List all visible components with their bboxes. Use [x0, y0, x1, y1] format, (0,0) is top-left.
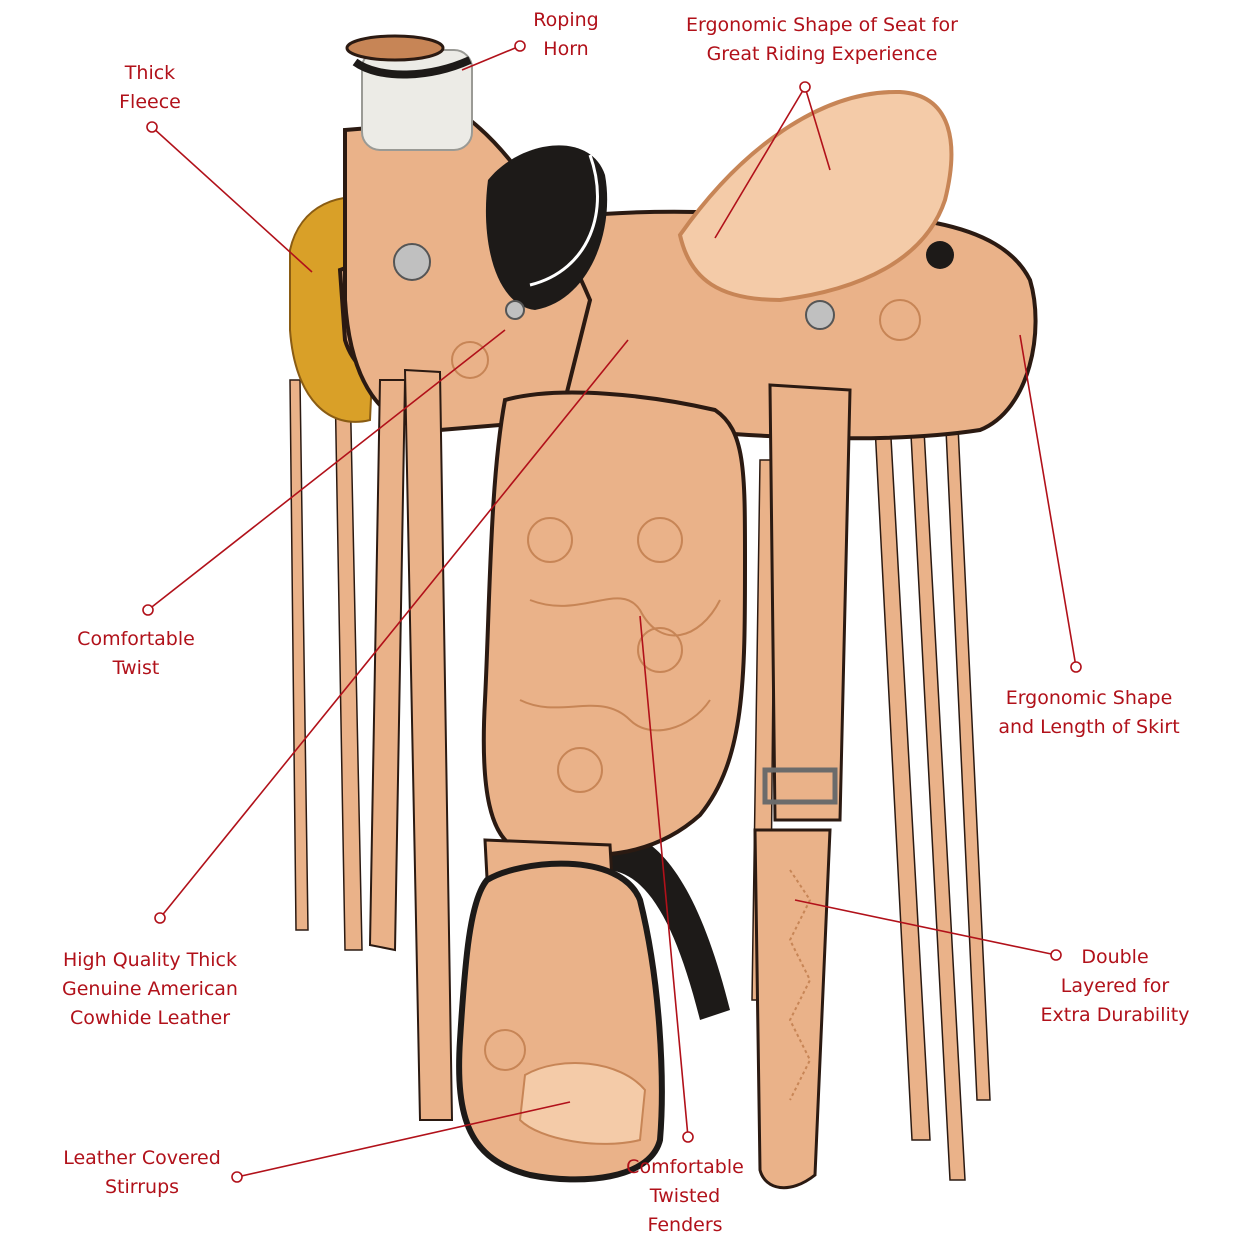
- callout-line: High Quality Thick: [62, 949, 237, 971]
- callout-line: Genuine American: [62, 978, 238, 1000]
- callout-line: Stirrups: [104, 1176, 180, 1198]
- callout-dot-twist: [142, 604, 154, 616]
- callout-line: Comfortable: [626, 1156, 744, 1178]
- callout-thick-fleece: Thick Fleece: [90, 59, 210, 117]
- callout-line: Cowhide Leather: [69, 1007, 231, 1029]
- callout-dot-seat: [799, 81, 811, 93]
- callout-covered-stirrups: Leather Covered Stirrups: [42, 1144, 242, 1202]
- callout-line: Double: [1081, 946, 1149, 968]
- callout-line: and Length of Skirt: [998, 716, 1180, 738]
- roping-horn-illustration: [345, 34, 473, 151]
- callout-roping-horn: Roping Horn: [506, 6, 626, 64]
- leader-line-leather: [159, 339, 629, 919]
- saddle-fender: [481, 390, 747, 858]
- saddle-seat: [677, 89, 954, 303]
- callout-dot-skirt: [1070, 661, 1082, 673]
- leader-line-double-layer: [794, 899, 1057, 956]
- leader-line-roping-horn: [461, 45, 521, 71]
- rear-cinch: [605, 830, 730, 1020]
- leader-line-twist: [147, 329, 506, 611]
- leader-line-thick-fleece: [151, 126, 313, 273]
- tooled-flowers: [451, 299, 921, 793]
- callout-line: Fenders: [647, 1214, 723, 1236]
- callout-line: Twisted: [649, 1185, 721, 1207]
- callout-line: Fleece: [119, 91, 181, 113]
- callout-ergonomic-seat: Ergonomic Shape of Seat for Great Riding…: [662, 11, 982, 69]
- leader-line-fenders: [639, 615, 689, 1138]
- callout-line: Comfortable: [77, 628, 195, 650]
- leader-line-skirt: [1019, 334, 1077, 668]
- callout-line: Leather Covered: [63, 1147, 221, 1169]
- callout-line: Twist: [112, 657, 160, 679]
- callout-dot-leather: [154, 912, 166, 924]
- callout-dot-stirrups: [231, 1171, 243, 1183]
- callout-comfortable-twist: Comfortable Twist: [56, 625, 216, 683]
- callout-line: Great Riding Experience: [706, 43, 938, 65]
- callout-line: Thick: [124, 62, 176, 84]
- leader-line-stirrups: [236, 1101, 571, 1178]
- callout-line: Ergonomic Shape of Seat for: [685, 14, 958, 36]
- callout-dot-roping-horn: [514, 40, 526, 52]
- leader-line-seat-right: [804, 86, 831, 171]
- callout-dot-fenders: [682, 1131, 694, 1143]
- knee-roll: [485, 145, 608, 310]
- leader-line-seat-left: [714, 86, 806, 239]
- callout-line: Roping: [533, 9, 599, 31]
- callout-dot-thick-fleece: [146, 121, 158, 133]
- double-layer-strap: [753, 828, 832, 1190]
- callout-line: Ergonomic Shape: [1005, 687, 1173, 709]
- callout-cowhide-leather: High Quality Thick Genuine American Cowh…: [40, 946, 260, 1033]
- callout-double-layered: Double Layered for Extra Durability: [1025, 943, 1205, 1030]
- callout-line: Extra Durability: [1040, 1004, 1190, 1026]
- rear-billet: [768, 383, 852, 822]
- callout-line: Layered for: [1060, 975, 1170, 997]
- callout-line: Horn: [543, 38, 589, 60]
- callout-twisted-fenders: Comfortable Twisted Fenders: [605, 1153, 765, 1240]
- callout-ergonomic-skirt: Ergonomic Shape and Length of Skirt: [978, 684, 1200, 742]
- conchos: [393, 241, 954, 330]
- callout-dot-double-layer: [1050, 949, 1062, 961]
- front-strap: [403, 368, 454, 1121]
